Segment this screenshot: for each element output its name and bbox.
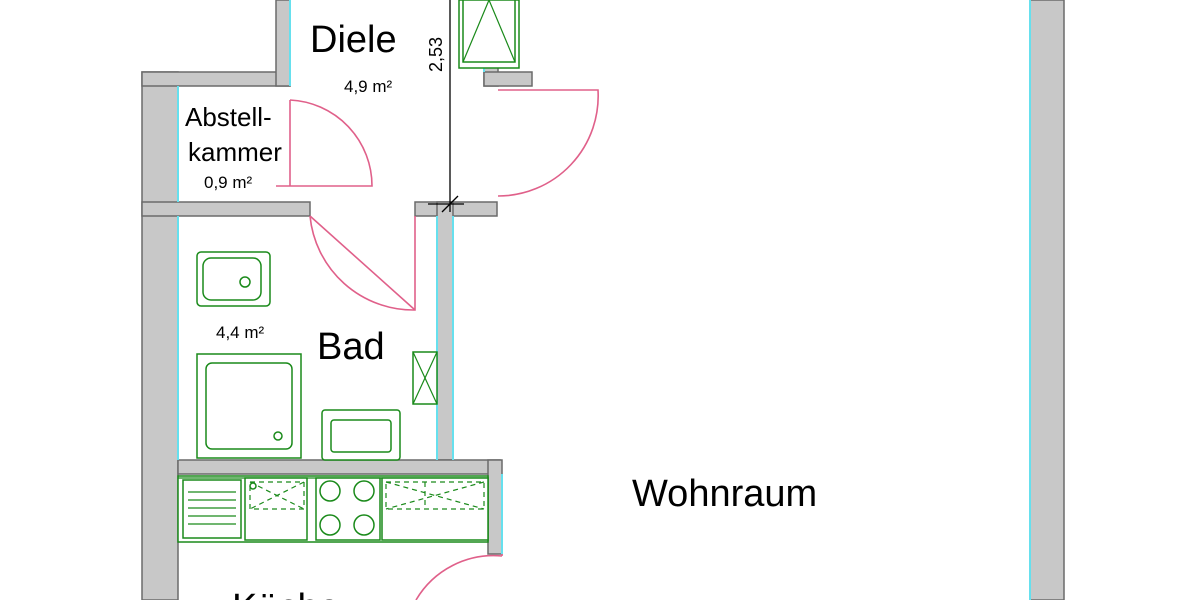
door-bad-arc	[309, 215, 416, 311]
dimension-label: 2,53	[426, 37, 446, 72]
room-area-bad: 4,4 m²	[216, 323, 265, 342]
room-name-diele: Diele	[310, 19, 397, 61]
fixtures	[177, 0, 520, 543]
door-kueche-arc	[415, 554, 503, 600]
wall-bad-right	[436, 201, 454, 461]
room-name-bad: Bad	[317, 326, 385, 368]
doors	[276, 89, 599, 600]
wall-diele-left	[275, 0, 291, 87]
wall-abstell-bad	[141, 201, 311, 217]
room-area-abstell: 0,9 m²	[204, 173, 253, 192]
room-name-abstell-line1: Abstell-	[185, 102, 272, 132]
wall-right-outer	[1029, 0, 1065, 600]
door-bad-leaf	[309, 215, 416, 311]
room-name-wohnraum: Wohnraum	[632, 473, 817, 515]
room-name-kueche: Küche	[232, 587, 340, 600]
wall-left-outer	[141, 71, 179, 600]
kitchen-counter	[177, 475, 489, 543]
wall-diele-bottom-right	[414, 201, 498, 217]
dimension-diele: 2,53	[426, 0, 464, 213]
wall-diele-right-stub	[483, 71, 533, 87]
room-labels: Diele 4,9 m² Abstell- kammer 0,9 m² 4,4 …	[185, 19, 817, 600]
wall-kueche-right	[487, 459, 503, 555]
door-wohnraum-arc	[497, 89, 599, 197]
door-abstell-arc	[276, 99, 373, 187]
room-name-abstell-line2: kammer	[188, 137, 282, 167]
wall-abstell-top	[141, 71, 291, 87]
room-area-diele: 4,9 m²	[344, 77, 393, 96]
wall-bad-kueche	[177, 459, 501, 475]
